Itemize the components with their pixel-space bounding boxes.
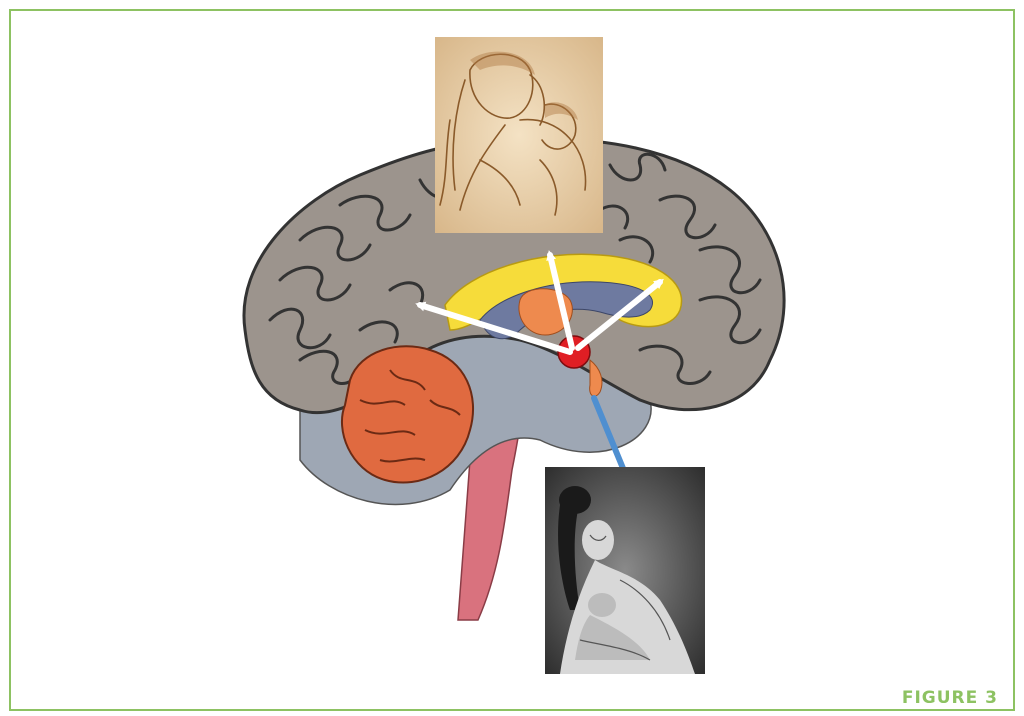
cerebellum [342,346,473,482]
mother-and-child-sepia-drawing [435,37,603,233]
figure-label: FIGURE 3 [902,688,998,708]
breastfeeding-mother-grayscale-painting [545,467,705,674]
